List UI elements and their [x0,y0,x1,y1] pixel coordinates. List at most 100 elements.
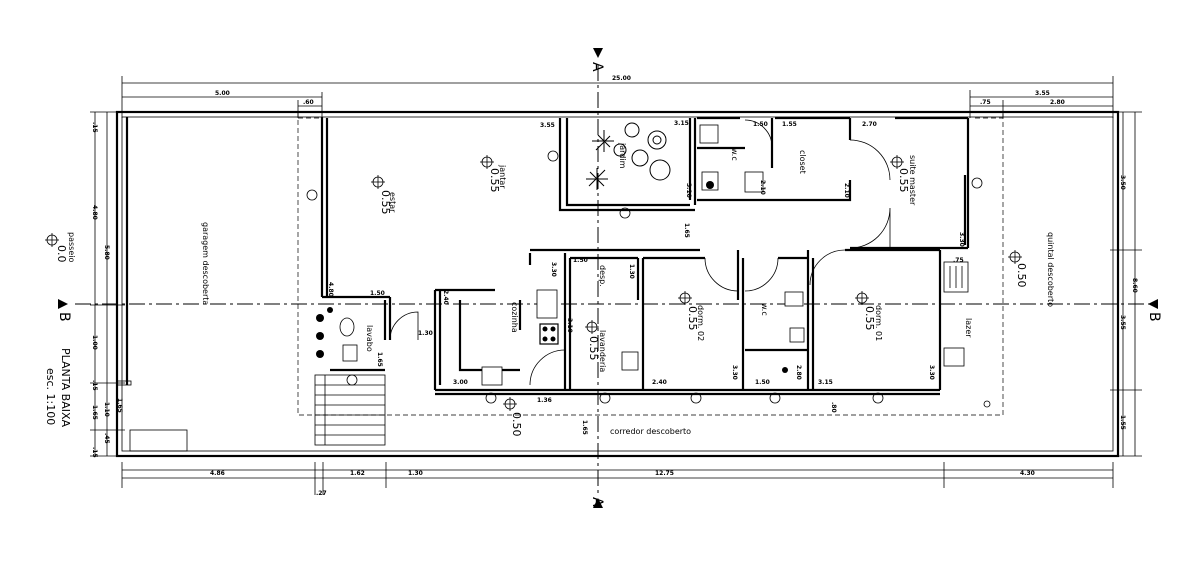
dim-inner: 2.70 [862,121,877,128]
level-marker-icon [855,291,869,305]
dim-inner: 3.00 [453,379,468,386]
level-marker-icon [890,155,904,169]
dim-bottom-2: 1.62 [350,470,365,477]
dim-bottom-6: .27 [316,490,327,497]
dim-inner: 1.50 [573,257,588,264]
dim-inner: 3.30 [731,365,738,380]
dim-right-3: 3.55 [1119,315,1126,330]
level-passeio: 0.0 [55,245,68,263]
dim-inner: 3.30 [928,365,935,380]
dim-inner: 3.15 [674,120,689,127]
dim-inner: 1.65 [116,398,123,413]
dim-inner: .80 [830,402,837,413]
dim-left-9: .45 [103,433,110,444]
level-markers [45,155,1022,411]
dim-inner: 1.30 [418,330,433,337]
room-label-lavanderia: lavanderia [598,330,607,372]
walls [320,116,970,396]
dim-inner: 1.50 [755,379,770,386]
dim-inner: 1.65 [683,223,690,238]
level-estar: 0.55 [379,190,392,215]
dim-left-3: 1.00 [91,335,98,350]
dim-left-1: .15 [91,122,98,133]
dim-right-4: 1.55 [1119,415,1126,430]
level-marker-icon [1008,250,1022,264]
dim-inner: 1.50 [370,290,385,297]
dim-inner: 3.10 [685,183,692,198]
dim-left-5: 1.65 [91,405,98,420]
section-axes [58,48,1158,508]
fixtures [316,124,991,408]
window-tags [306,150,983,404]
room-label-quintal: quintal descoberto [1046,232,1055,307]
garden-plants [586,122,671,190]
dim-inner: 3.55 [540,122,555,129]
room-label-passeio: passeio [67,232,76,262]
room-label-corredor: corredor descoberto [610,427,691,436]
room-label-dorm02: dorm. 02 [696,305,705,341]
dim-inner: .75 [953,257,964,264]
section-label-a-bottom: A [589,497,605,507]
room-label-garagem: garagem descoberta [201,222,210,305]
dim-left-2: 4.80 [91,205,98,220]
room-label-dorm01: dorm. 01 [874,305,883,341]
drawing-title: PLANTA BAIXA [59,348,72,428]
room-label-jantar: jantar [498,164,507,189]
dim-inner: 1.36 [537,397,552,404]
level-marker-icon [45,233,59,247]
dim-left-6: .15 [91,447,98,458]
dim-inner: 2.80 [795,365,802,380]
level-lavanderia: 0.55 [587,336,600,361]
room-label-jardim: jardim [618,142,627,169]
section-label-a-top: A [589,62,605,72]
room-label-suite: suite master [908,155,917,206]
dim-inner: 1.65 [581,420,588,435]
level-corredor: 0.50 [510,412,523,437]
room-label-lazer: lazer [964,318,973,338]
level-marker-icon [585,320,599,334]
dim-inner: 1.50 [753,121,768,128]
room-label-closet: closet [798,150,807,174]
dim-inner: 2.10 [843,183,850,198]
dim-top-right-a: .75 [980,99,991,106]
dim-inner: 3.30 [550,262,557,277]
dim-inner: 3.30 [958,232,965,247]
dashed-outline [297,112,1004,416]
level-marker-icon [503,397,517,411]
level-dorm01: 0.55 [863,306,876,331]
dim-inner: 1.65 [376,352,383,367]
dimension-lines-bottom [121,462,1114,495]
dim-inner: 3.10 [566,318,573,333]
dim-bottom-1: 4.86 [210,470,225,477]
dim-inner: 1.30 [628,264,635,279]
section-label-b-right: B [1146,312,1162,322]
dimension-lines-top [121,76,1114,118]
dim-top-right-total: 3.55 [1035,90,1050,97]
level-marker-icon [371,175,385,189]
dim-top-left-small: .60 [303,99,314,106]
level-suite: 0.55 [897,168,910,193]
room-label-desp: desp. [598,265,607,287]
dim-right-1: 3.50 [1119,175,1126,190]
room-label-wc: w.c [760,303,769,316]
dim-bottom-5: 4.30 [1020,470,1035,477]
dim-top-left: 5.00 [215,90,230,97]
dim-inner: 3.15 [818,379,833,386]
level-dorm02: 0.55 [686,306,699,331]
dim-inner: 1.55 [782,121,797,128]
room-label-wc-suite: w.c [730,148,739,161]
room-label-lavabo: lavabo [365,325,374,352]
dim-right-2: 8.60 [1131,278,1138,293]
section-label-b-left: B [56,312,72,322]
dim-left-4: .15 [91,380,98,391]
room-label-cozinha: cozinha [510,302,519,333]
dim-bottom-3: 1.30 [408,470,423,477]
level-jantar: 0.55 [488,168,501,193]
dim-left-7: 5.80 [103,245,110,260]
level-marker-icon [480,155,494,169]
doors [389,119,891,386]
stairs [314,374,386,446]
dim-bottom-4: 12.75 [655,470,674,477]
dimension-lines-side [90,111,1142,457]
